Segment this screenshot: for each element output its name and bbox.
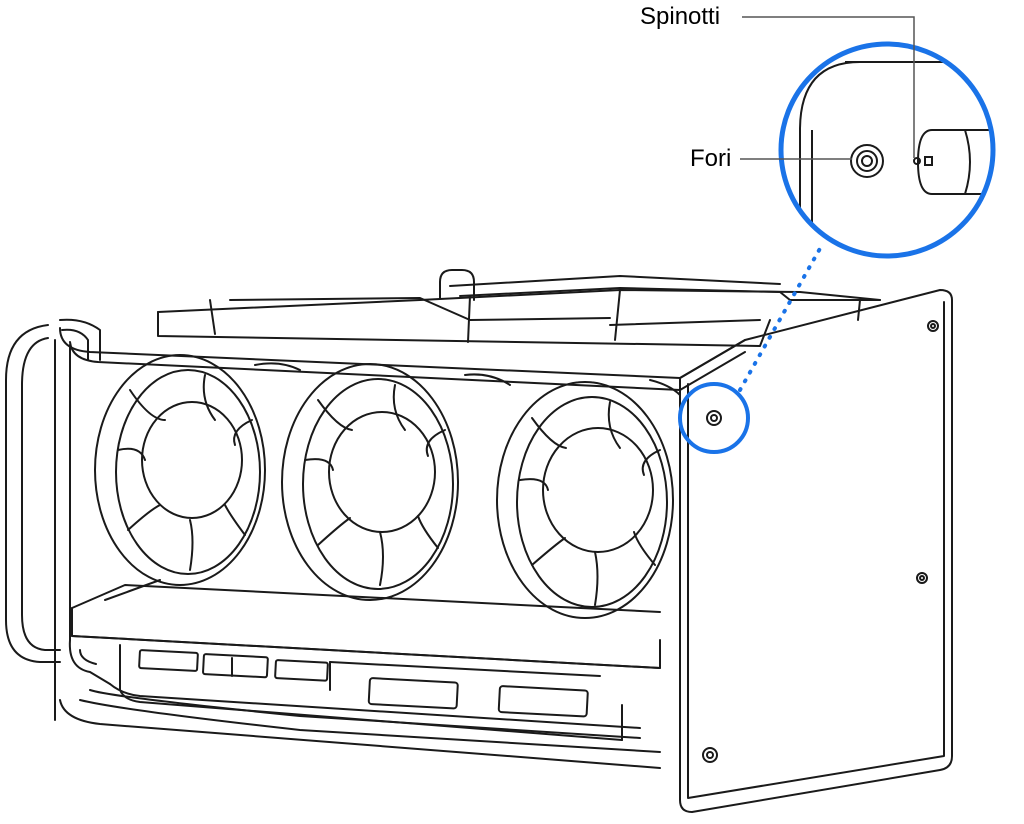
fan-middle (281, 363, 459, 601)
pins-leader-line (742, 16, 915, 158)
pins-callout-label: Spinotti (640, 3, 721, 30)
left-handle (5, 318, 101, 721)
connector-dots (738, 243, 824, 392)
holes-callout-label: Fori (690, 145, 732, 172)
fan-right (496, 381, 674, 619)
top-tray (157, 269, 881, 347)
callout-lines (740, 16, 915, 160)
fan-left (94, 354, 266, 586)
side-panel (679, 289, 953, 813)
zoom-circle (778, 41, 996, 259)
detail-highlight-circle (678, 382, 750, 454)
bottom-shelf (71, 584, 661, 741)
